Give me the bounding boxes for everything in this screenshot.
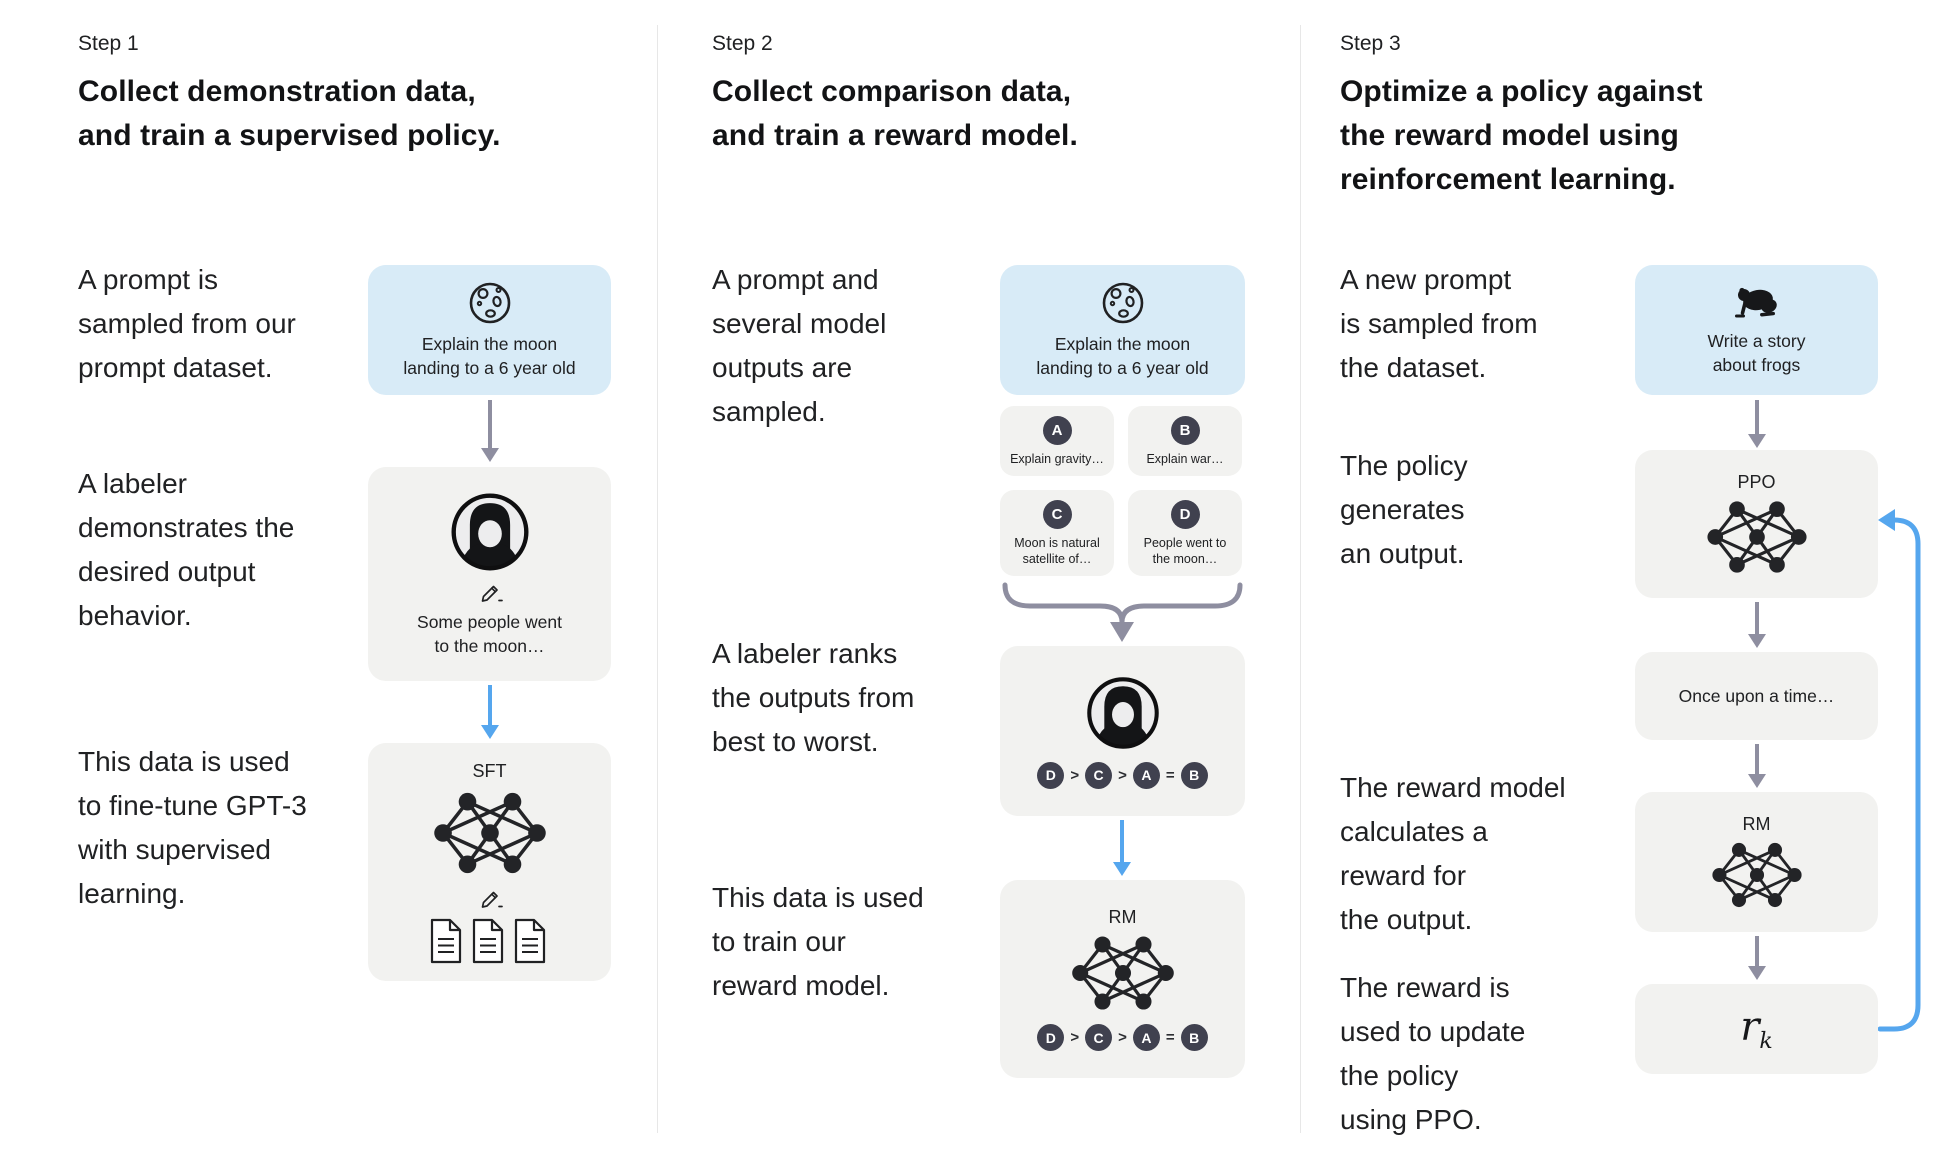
arrow-down-gray [488,400,492,448]
option-text-c: Moon is natural satellite of… [1014,535,1100,566]
step3-caption-new-prompt: A new prompt is sampled from the dataset… [1340,264,1538,383]
neural-network-icon [1706,500,1807,573]
arrow-down-gray [1755,602,1759,634]
step3-output-box: Once upon a time… [1635,652,1878,740]
frog-icon [1734,287,1777,318]
arrow-down-gray [1755,400,1759,434]
documents-icon [430,918,545,963]
option-text-b: Explain war… [1146,451,1224,466]
ranking-badge: C [1085,761,1113,789]
ranking-separator: > [1118,1029,1127,1046]
step2-caption-train-rm: This data is used to train our reward mo… [712,882,924,1001]
option-box-c: C Moon is natural satellite of… [1000,490,1114,576]
step1-caption-prompt: A prompt is sampled from our prompt data… [78,264,296,383]
option-badge-d: D [1170,499,1200,529]
option-badge-a: A [1042,415,1072,445]
ranking-badge: B [1180,761,1208,789]
step1-prompt-box: Explain the moon landing to a 6 year old [368,265,611,395]
option-badge-b: B [1170,415,1200,445]
ranking-badge: A [1132,761,1160,789]
step3-rm-box: RM [1635,792,1878,932]
option-text-a: Explain gravity… [1010,451,1104,466]
moon-icon [469,282,510,324]
step2-rm-box: RM D > C > A = B [1000,880,1245,1078]
step3-output-text: Once upon a time… [1678,686,1835,706]
step3-reward-box: rk [1635,984,1878,1074]
step3-prompt-box: Write a story about frogs [1635,265,1878,395]
column-divider [657,25,658,1133]
moon-icon [1102,282,1143,324]
step3-caption-ppo-update: The reward is used to update the policy … [1340,972,1526,1135]
ranking-badge: B [1180,1024,1208,1051]
step1-label: Step 1 [78,32,139,55]
neural-network-icon [433,792,546,873]
ranking-separator: > [1118,766,1127,784]
ranking-separator: > [1070,766,1080,784]
ranking-separator: = [1165,766,1175,784]
step1-sft-box: SFT [368,743,611,981]
ppo-label: PPO [1737,471,1776,492]
step1-heading: Collect demonstration data, and train a … [78,75,501,152]
labeler-avatar-icon [451,493,528,571]
step1-caption-labeler: A labeler demonstrates the desired outpu… [78,468,295,631]
labeler-ranking: D > C > A = B [1037,761,1208,789]
option-box-a: A Explain gravity… [1000,406,1114,476]
arrow-down-gray [1755,936,1759,966]
step3-prompt-text: Write a story about frogs [1707,331,1806,375]
option-text-d: People went to the moon… [1143,535,1227,566]
step2-prompt-text: Explain the moon landing to a 6 year old [1036,334,1209,378]
pencil-icon [481,585,503,602]
step2-label: Step 2 [712,32,773,55]
ranking-separator: > [1070,1029,1080,1046]
step2-caption-ranks: A labeler ranks the outputs from best to… [712,638,915,757]
pencil-icon [481,891,503,908]
sft-label: SFT [472,760,507,781]
step2-prompt-box: Explain the moon landing to a 6 year old [1000,265,1245,395]
step1-prompt-text: Explain the moon landing to a 6 year old [403,334,576,378]
step2-heading: Collect comparison data, and train a rew… [712,75,1078,152]
step3-caption-reward-calc: The reward model calculates a reward for… [1340,772,1566,935]
labeler-avatar-icon [1086,676,1159,749]
column-divider [1300,25,1301,1133]
option-box-b: B Explain war… [1128,406,1242,476]
feedback-loop-arrow [1878,509,1921,1032]
ranking-badge: D [1037,761,1065,789]
arrow-down-blue [1120,820,1124,862]
step1-labeler-box: Some people went to the moon… [368,467,611,681]
rm-label: RM [1742,813,1771,834]
gather-brace-arrow [1002,582,1243,642]
rm-ranking: D > C > A = B [1037,1024,1208,1051]
ranking-badge: C [1085,1024,1113,1051]
step3-caption-policy: The policy generates an output. [1340,450,1468,569]
step3-label: Step 3 [1340,32,1401,55]
neural-network-icon [1071,936,1174,1010]
option-badge-c: C [1042,499,1072,529]
arrow-down-blue [488,685,492,725]
step3-ppo-box: PPO [1635,450,1878,598]
step2-caption-sampled: A prompt and several model outputs are s… [712,264,887,427]
ranking-separator: = [1165,1029,1175,1046]
ranking-badge: D [1037,1024,1065,1051]
step2-labeler-box: D > C > A = B [1000,646,1245,816]
neural-network-icon [1711,842,1802,907]
step1-labeler-output-text: Some people went to the moon… [417,612,562,656]
reward-symbol: rk [1740,1004,1773,1054]
step3-heading: Optimize a policy against the reward mod… [1340,75,1703,196]
ranking-badge: A [1132,1024,1160,1051]
step1-caption-finetune: This data is used to fine-tune GPT-3 wit… [78,746,307,909]
option-box-d: D People went to the moon… [1128,490,1242,576]
arrow-down-gray [1755,744,1759,774]
rm-label: RM [1108,907,1137,927]
